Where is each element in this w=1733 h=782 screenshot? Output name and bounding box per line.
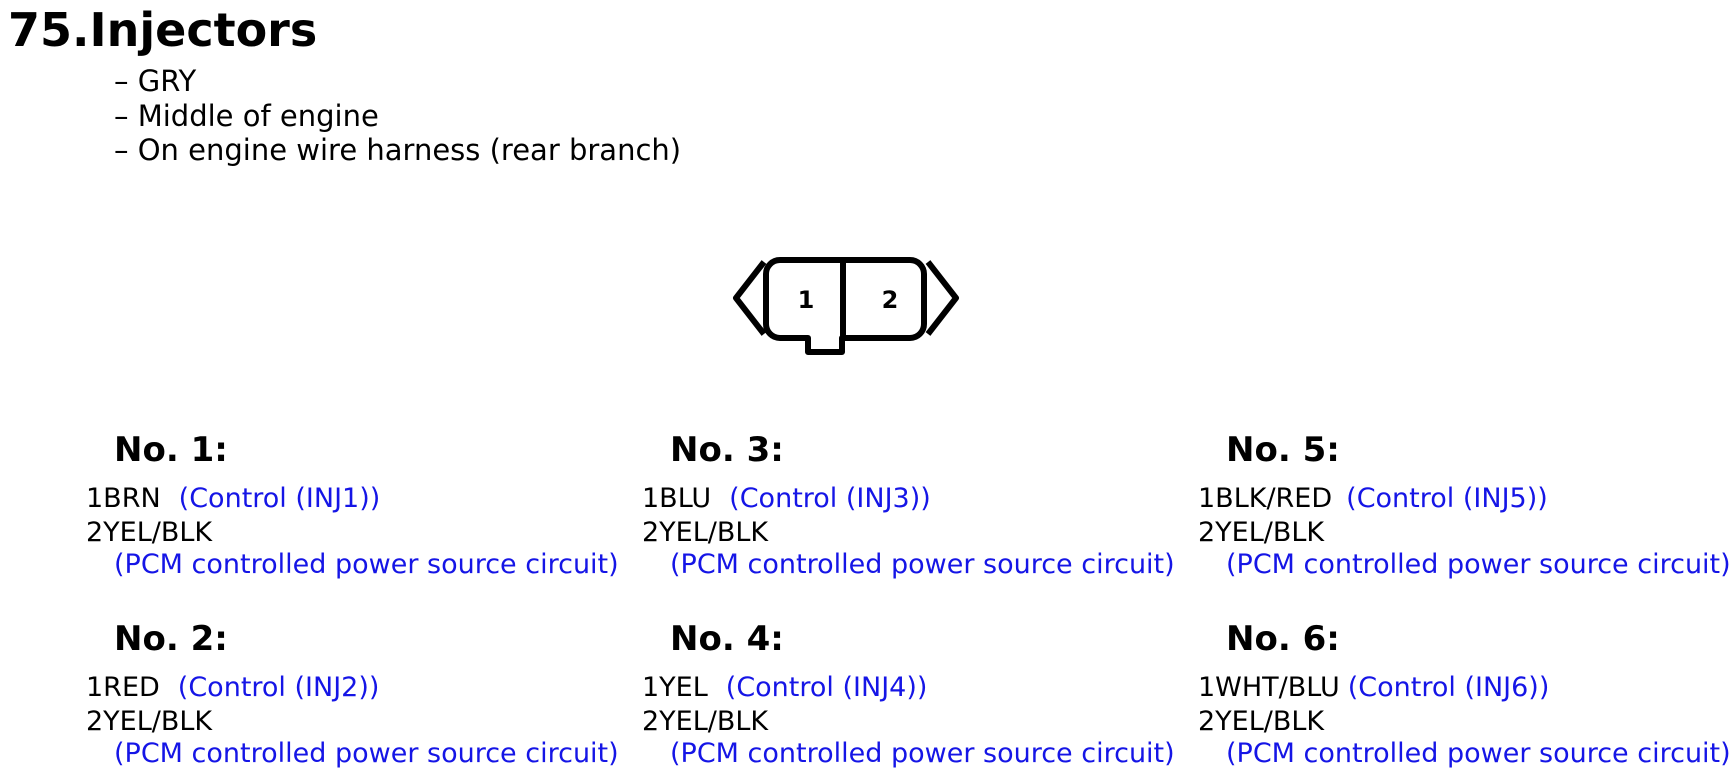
pin-2-circuit: (PCM controlled power source circuit) — [1226, 738, 1731, 769]
pin-2-wire: 2YEL/BLK — [642, 517, 769, 548]
connector-location-item: – Middle of engine — [114, 98, 379, 133]
injector-heading: No. 6: — [1226, 619, 1340, 659]
pin-1-wire: 1BLK/RED — [1198, 483, 1333, 514]
pin-1-circuit: (Control (INJ6)) — [1347, 672, 1550, 703]
pin-2-wire: 2YEL/BLK — [1198, 706, 1325, 737]
connector-body-outline — [763, 257, 927, 355]
pin-2-circuit: (PCM controlled power source circuit) — [670, 738, 1175, 769]
pin-1-wire: 1WHT/BLU — [1198, 672, 1340, 703]
pin-2-circuit: (PCM controlled power source circuit) — [1226, 549, 1731, 580]
pin-2-wire: 2YEL/BLK — [642, 706, 769, 737]
pin-2-circuit: (PCM controlled power source circuit) — [670, 549, 1175, 580]
injector-heading: No. 3: — [670, 430, 784, 470]
pin-1-circuit: (Control (INJ2)) — [177, 672, 380, 703]
pin-1-circuit: (Control (INJ3)) — [729, 483, 931, 514]
pin-2-label: 2 — [882, 286, 899, 314]
pin-1-wire: 1BLU — [642, 483, 712, 514]
pin-2-wire: 2YEL/BLK — [1198, 517, 1325, 548]
injector-heading: No. 5: — [1226, 430, 1340, 470]
pin-2-circuit: (PCM controlled power source circuit) — [114, 738, 619, 769]
pin-1-row: 1BLU (Control (INJ3)) — [642, 482, 931, 516]
pin-2-wire: 2YEL/BLK — [86, 517, 213, 548]
pin-1-row: 1WHT/BLU(Control (INJ6)) — [1198, 671, 1549, 705]
pin-2-wire: 2YEL/BLK — [86, 706, 213, 737]
injector-heading: No. 1: — [114, 430, 228, 470]
connector-right-latch — [925, 260, 959, 336]
page-title: 75.Injectors — [8, 3, 318, 57]
pin-1-label: 1 — [798, 286, 815, 314]
pin-1-circuit: (Control (INJ4)) — [725, 672, 928, 703]
connector-left-latch — [733, 260, 767, 336]
pin-2-circuit: (PCM controlled power source circuit) — [114, 549, 619, 580]
pin-1-circuit: (Control (INJ1)) — [178, 483, 381, 514]
pin-1-row: 1BLK/RED (Control (INJ5)) — [1198, 482, 1548, 516]
connector-color-item: – GRY — [114, 64, 197, 98]
pin-1-row: 1RED (Control (INJ2)) — [86, 671, 379, 705]
injector-heading: No. 2: — [114, 619, 228, 659]
pin-1-wire: 1RED — [86, 672, 160, 703]
pin-1-wire: 1YEL — [642, 672, 708, 703]
connector-info-list: – GRY – Middle of engine – On engine wir… — [114, 64, 681, 168]
pin-1-circuit: (Control (INJ5)) — [1346, 483, 1548, 514]
connector-harness-item: – On engine wire harness (rear branch) — [114, 133, 682, 167]
pin-1-wire: 1BRN — [86, 483, 161, 514]
connector-diagram: 1 2 — [733, 257, 959, 355]
pin-1-row: 1BRN (Control (INJ1)) — [86, 482, 380, 516]
pin-1-row: 1YEL (Control (INJ4)) — [642, 671, 927, 705]
injector-heading: No. 4: — [670, 619, 784, 659]
